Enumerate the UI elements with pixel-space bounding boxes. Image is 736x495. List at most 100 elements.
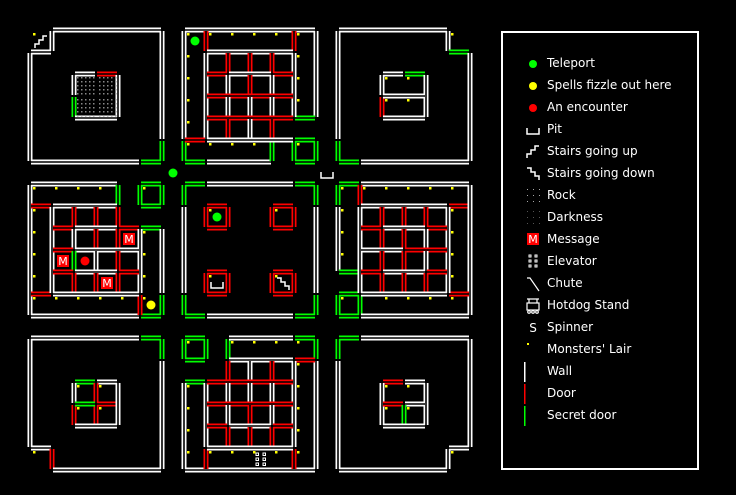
rock-dot <box>77 115 79 117</box>
monsters-lair-icon <box>231 451 234 454</box>
rock-dot <box>89 89 91 91</box>
rock-dot <box>77 111 79 113</box>
elevator-icon <box>262 457 266 461</box>
monsters-lair-icon <box>143 297 146 300</box>
monsters-lair-icon <box>187 33 190 36</box>
monsters-lair-icon <box>385 385 388 388</box>
message-glyph: M <box>102 277 112 290</box>
rock-dot <box>93 103 95 105</box>
monsters-lair-icon <box>385 297 388 300</box>
rock-dot <box>99 111 101 113</box>
rock-dot <box>103 107 105 109</box>
monsters-lair-icon <box>253 341 256 344</box>
monsters-lair-icon <box>407 407 410 410</box>
rock-icon <box>527 189 540 202</box>
monsters-lair-icon <box>231 341 234 344</box>
monsters-lair-icon <box>187 143 190 146</box>
monsters-lair-icon <box>209 209 212 212</box>
rock-dot <box>77 89 79 91</box>
rock-dot <box>103 85 105 87</box>
monsters-lair-icon <box>33 33 36 36</box>
monsters-lair-icon <box>187 407 190 410</box>
teleport-icon <box>168 168 178 178</box>
rock-dot <box>77 93 79 95</box>
legend-item-darkness: Darkness <box>503 208 693 228</box>
monsters-lair-icon <box>429 297 432 300</box>
rock-dot <box>93 77 95 79</box>
rock-dot <box>93 89 95 91</box>
rock-dot <box>111 99 113 101</box>
monsters-lair-icon <box>33 297 36 300</box>
monsters-lair-icon <box>77 385 80 388</box>
rock-dot <box>115 93 117 95</box>
monsters-lair-icon <box>451 33 454 36</box>
pit-icon <box>210 282 224 289</box>
legend-item-chute: Chute <box>503 274 693 294</box>
rock-dot <box>89 85 91 87</box>
secret-door-icon <box>524 406 526 426</box>
wall-icon <box>524 362 526 382</box>
legend-label: Chute <box>547 276 583 290</box>
rock-dot <box>111 107 113 109</box>
monsters-lair-icon <box>33 187 36 190</box>
monsters-lair-icon <box>77 407 80 410</box>
rock-dot <box>93 107 95 109</box>
rock-dot <box>81 99 83 101</box>
rock-dot <box>77 99 79 101</box>
rock-dot <box>115 103 117 105</box>
message-icon <box>57 255 69 267</box>
monsters-lair-icon <box>187 121 190 124</box>
monsters-lair-icon <box>275 451 278 454</box>
rock-dot <box>111 111 113 113</box>
legend-item-spinner: S Spinner <box>503 318 693 338</box>
darkness-icon <box>527 211 540 224</box>
monsters-lair-icon <box>143 187 146 190</box>
elevator-icon <box>528 254 538 268</box>
stairs-up-icon <box>34 35 47 48</box>
legend-label: Wall <box>547 364 573 378</box>
monsters-lair-icon <box>99 187 102 190</box>
rock-dot <box>81 77 83 79</box>
rock-dot <box>115 99 117 101</box>
monsters-lair-icon <box>99 407 102 410</box>
monsters-lair-icon <box>407 99 410 102</box>
monsters-lair-icon <box>297 407 300 410</box>
monsters-lair-icon <box>363 187 366 190</box>
rock-dot <box>107 111 109 113</box>
rock-dot <box>85 111 87 113</box>
legend-item-monsters-lair: Monsters' Lair <box>503 340 693 360</box>
monsters-lair-icon <box>99 385 102 388</box>
monsters-lair-icon <box>297 385 300 388</box>
door-icon <box>524 384 526 404</box>
rock-dot <box>89 99 91 101</box>
monsters-lair-icon <box>77 297 80 300</box>
legend-item-teleport: Teleport <box>503 54 693 74</box>
monsters-lair-icon <box>33 451 36 454</box>
rock-dot <box>81 81 83 83</box>
encounter-icon <box>80 256 90 266</box>
monsters-lair-icon <box>187 55 190 58</box>
pit-icon <box>320 172 334 179</box>
monsters-lair-icon <box>55 187 58 190</box>
rock-dot <box>115 85 117 87</box>
rock-dot <box>99 103 101 105</box>
rock-dot <box>115 115 117 117</box>
monsters-lair-icon <box>385 77 388 80</box>
rock-dot <box>85 93 87 95</box>
monsters-lair-icon <box>187 341 190 344</box>
monsters-lair-icon <box>451 253 454 256</box>
rock-dot <box>115 111 117 113</box>
rock-dot <box>81 115 83 117</box>
rock-dot <box>93 93 95 95</box>
rock-dot <box>85 103 87 105</box>
monsters-lair-icon <box>451 451 454 454</box>
monsters-lair-icon <box>253 451 256 454</box>
monsters-lair-icon <box>341 187 344 190</box>
monsters-lair-icon <box>33 275 36 278</box>
legend-label: Elevator <box>547 254 597 268</box>
monsters-lair-icon <box>99 297 102 300</box>
rock-dot <box>99 77 101 79</box>
monsters-lair-icon <box>275 209 278 212</box>
rock-dot <box>99 89 101 91</box>
